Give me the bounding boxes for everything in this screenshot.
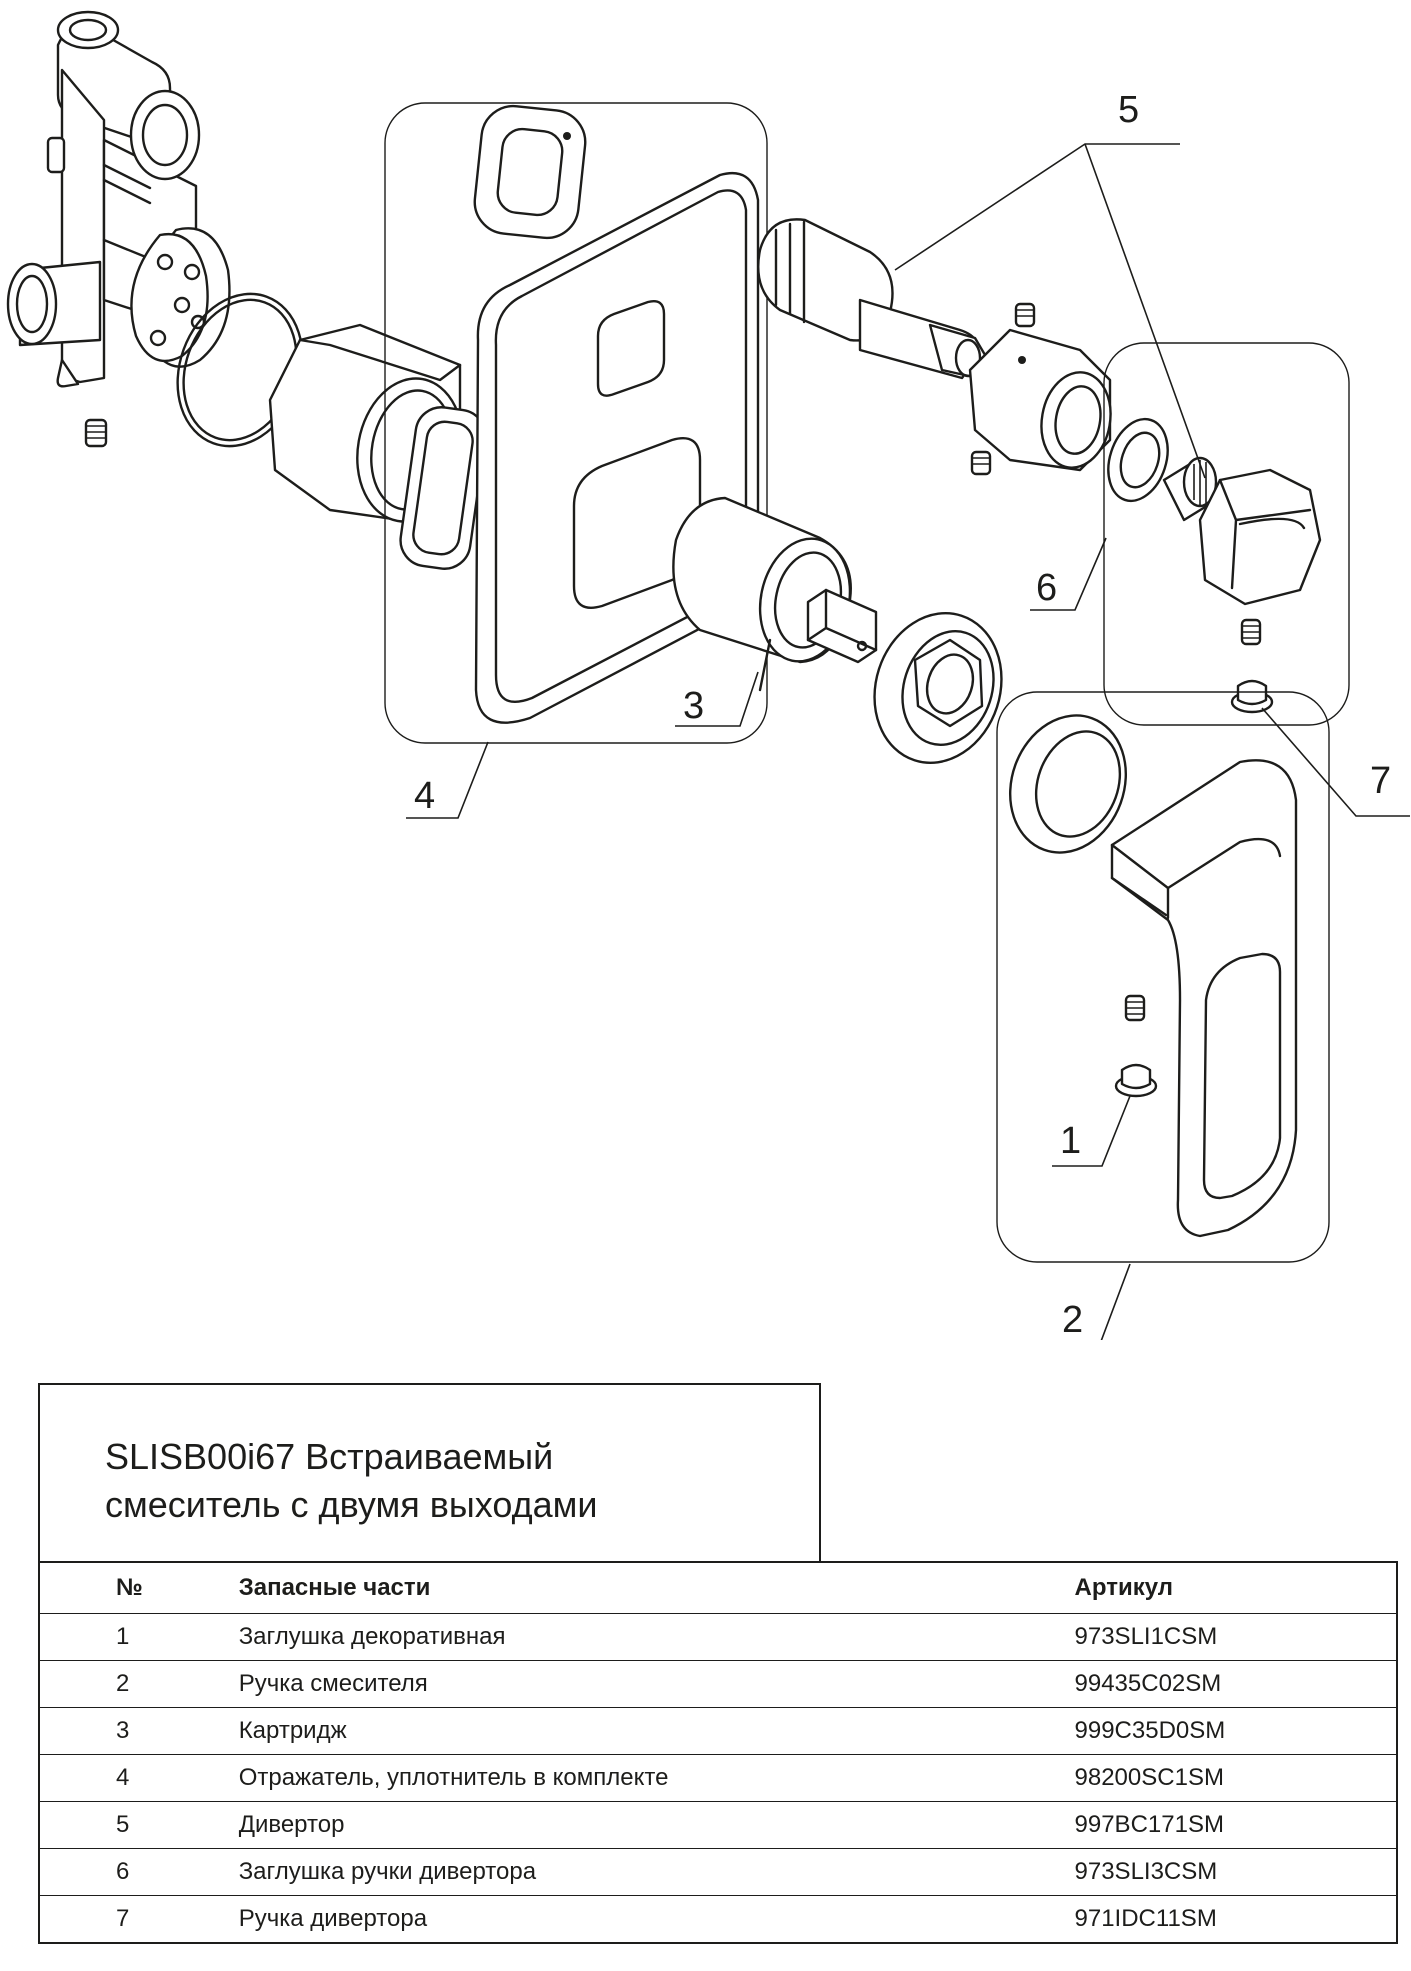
table-header-row: № Запасные части Артикул xyxy=(39,1561,1397,1614)
row-number: 3 xyxy=(39,1707,239,1755)
decorative-cap xyxy=(1114,1063,1158,1098)
table-row: 1 Заглушка декоративная 973SLI1CSM xyxy=(39,1613,1397,1661)
spline-adapter xyxy=(1162,456,1218,522)
row-part-name: Дивертор xyxy=(238,1801,1075,1849)
callout-4: 4 xyxy=(414,775,435,817)
row-part-name: Отражатель, уплотнитель в комплекте xyxy=(238,1754,1075,1802)
group-4-frame xyxy=(384,102,768,744)
table-row: 3 Картридж 999C35D0SM xyxy=(39,1707,1397,1755)
row-number: 7 xyxy=(39,1895,239,1944)
table-row: 4 Отражатель, уплотнитель в комплекте 98… xyxy=(39,1754,1397,1802)
row-article: 999C35D0SM xyxy=(1074,1707,1397,1755)
cover-plate xyxy=(474,171,760,724)
row-article: 99435C02SM xyxy=(1074,1660,1397,1708)
row-article: 973SLI3CSM xyxy=(1074,1848,1397,1896)
diverter-adapter xyxy=(968,328,1112,472)
diverter-cap xyxy=(1230,679,1274,714)
table-row: 2 Ручка смесителя 99435C02SM xyxy=(39,1660,1397,1708)
table-row: 5 Дивертор 997BC171SM xyxy=(39,1801,1397,1849)
decorative-ring xyxy=(1008,714,1128,854)
diverter-knob xyxy=(1198,468,1322,606)
row-part-name: Ручка смесителя xyxy=(238,1660,1075,1708)
row-part-name: Картридж xyxy=(238,1707,1075,1755)
callout-7: 7 xyxy=(1370,760,1391,802)
grub-screw xyxy=(970,450,992,476)
title-box: SLISB00i67 Встраиваемый смеситель с двум… xyxy=(38,1383,821,1561)
cartridge xyxy=(672,496,878,692)
row-part-name: Ручка дивертора xyxy=(238,1895,1075,1944)
threaded-nut xyxy=(873,612,1003,764)
gasket xyxy=(473,104,587,240)
grub-screw xyxy=(1240,618,1262,646)
callout-6: 6 xyxy=(1036,567,1057,609)
row-article: 973SLI1CSM xyxy=(1074,1613,1397,1661)
header-article: Артикул xyxy=(1074,1561,1397,1614)
row-article: 997BC171SM xyxy=(1074,1801,1397,1849)
row-number: 1 xyxy=(39,1613,239,1661)
row-part-name: Заглушка декоративная xyxy=(238,1613,1075,1661)
row-number: 6 xyxy=(39,1848,239,1896)
grub-screw xyxy=(84,418,108,448)
grub-screw xyxy=(1014,302,1036,328)
callout-2: 2 xyxy=(1062,1299,1083,1340)
row-number: 4 xyxy=(39,1754,239,1802)
row-part-name: Заглушка ручки дивертора xyxy=(238,1848,1075,1896)
mixer-handle xyxy=(1110,759,1298,1238)
row-number: 5 xyxy=(39,1801,239,1849)
leader-lines xyxy=(406,143,1410,1340)
grub-screw xyxy=(1124,994,1146,1022)
table-row: 6 Заглушка ручки дивертора 973SLI3CSM xyxy=(39,1848,1397,1896)
group-2-frame xyxy=(996,691,1330,1263)
diverter xyxy=(757,218,990,380)
spare-parts-table: № Запасные части Артикул 1 Заглушка деко… xyxy=(38,1561,1398,1944)
mixer-body-part xyxy=(6,10,231,388)
header-number: № xyxy=(39,1561,239,1614)
table-row: 7 Ручка дивертора 971IDC11SM xyxy=(39,1895,1397,1944)
row-article: 971IDC11SM xyxy=(1074,1895,1397,1944)
row-number: 2 xyxy=(39,1660,239,1708)
row-article: 98200SC1SM xyxy=(1074,1754,1397,1802)
exploded-parts-diagram: 5 3 4 6 7 1 2 xyxy=(6,10,1410,1340)
group-6-frame xyxy=(1103,342,1350,726)
washer xyxy=(1107,417,1169,503)
callout-1: 1 xyxy=(1060,1120,1081,1162)
callout-5: 5 xyxy=(1118,89,1139,131)
callout-3: 3 xyxy=(683,685,704,727)
header-part-name: Запасные части xyxy=(238,1561,1075,1614)
product-title: SLISB00i67 Встраиваемый смеситель с двум… xyxy=(105,1436,598,1525)
